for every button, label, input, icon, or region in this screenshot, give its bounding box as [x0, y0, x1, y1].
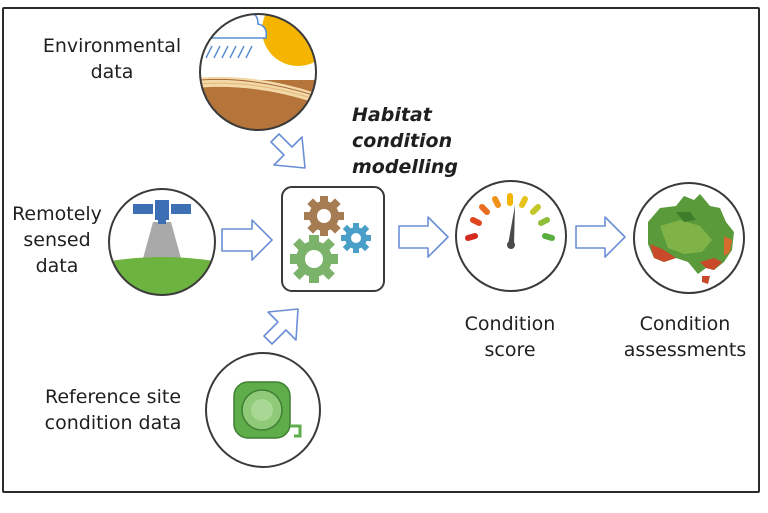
arrow-remote-to-model [221, 219, 273, 261]
condition-score-label: Condition score [464, 313, 556, 361]
tape-measure-icon [205, 352, 321, 468]
diagram-frame [2, 7, 760, 493]
satellite-icon [108, 188, 216, 296]
arrow-model-to-score [398, 216, 449, 258]
arrow-score-to-assessment [575, 216, 626, 258]
australia-map-icon [633, 182, 745, 294]
condition-assessments-label: Condition assessments [623, 313, 747, 361]
environmental-icon [199, 13, 317, 131]
gears-icon [281, 186, 385, 292]
remotely-sensed-data-label: Remotely sensed data [12, 203, 102, 277]
arrow-reference-to-model [263, 308, 299, 345]
reference-site-label: Reference site condition data [44, 386, 182, 434]
environmental-data-label: Environmental data [42, 35, 182, 83]
gauge-icon [455, 180, 567, 292]
arrow-env-to-model [270, 133, 306, 169]
habitat-modelling-label: Habitat condition modelling [352, 104, 459, 178]
